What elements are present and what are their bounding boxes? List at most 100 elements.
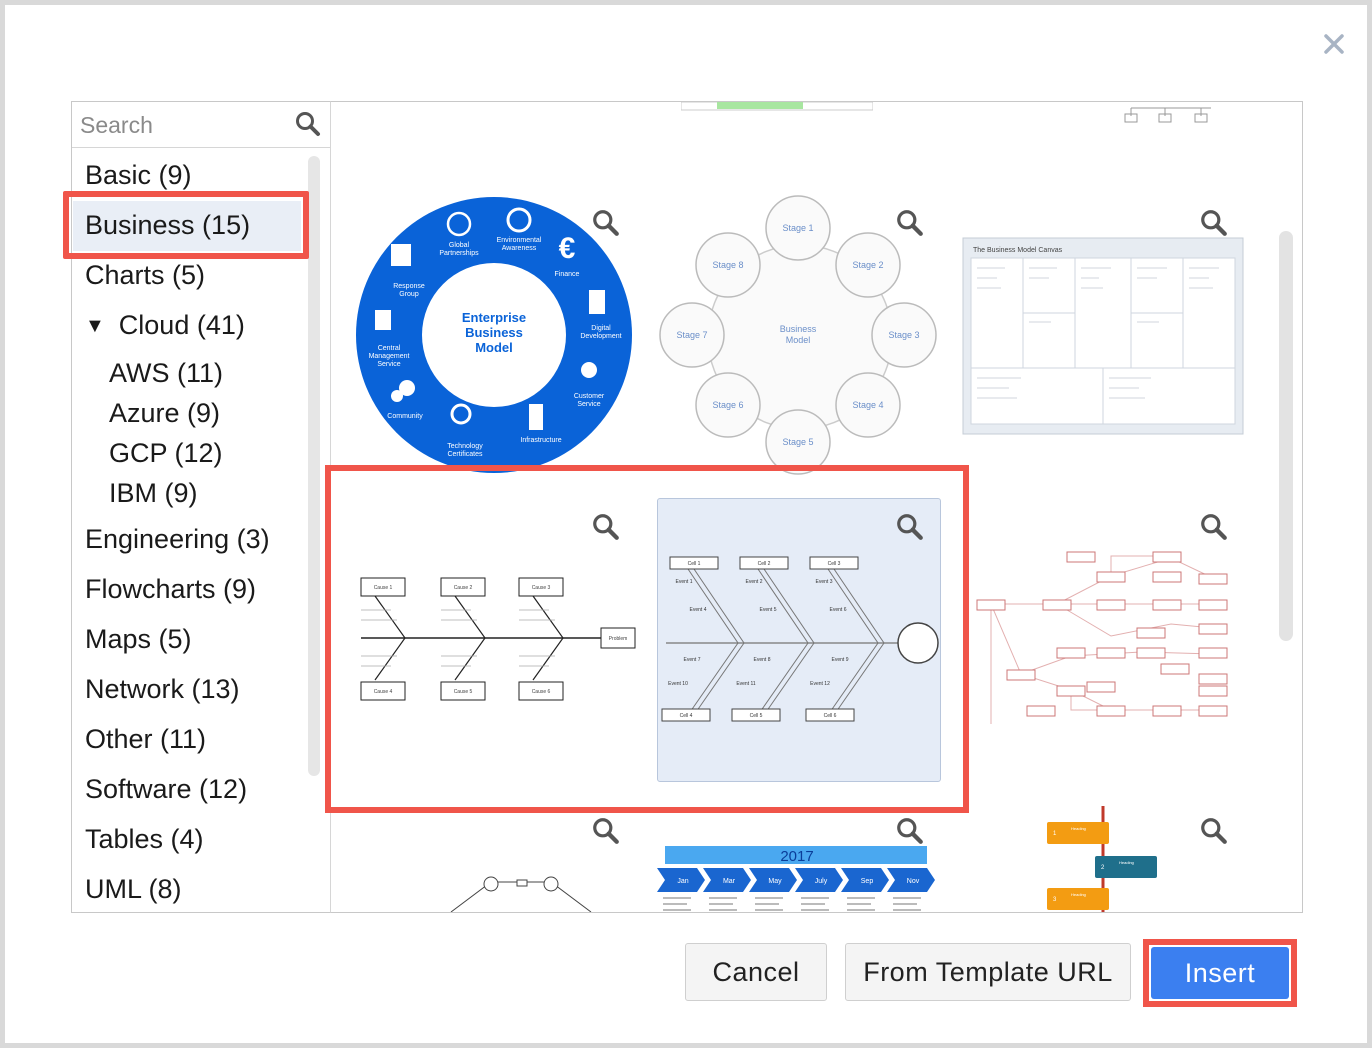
- timeline-year: 2017: [780, 848, 813, 865]
- zoom-icon-path[interactable]: [591, 816, 621, 846]
- fishbone-1-cause-3: Cause 3: [532, 585, 551, 591]
- svg-text:Service: Service: [377, 361, 400, 368]
- sidebar-scrollbar[interactable]: [308, 156, 320, 776]
- timeline-month-4: July: [815, 878, 828, 885]
- timeline-diagram: 2017 Jan Mar May July Sep Nov: [657, 846, 935, 911]
- fishbone-2-cell-6: Cell 6: [824, 713, 837, 719]
- category-network[interactable]: Network (13): [85, 674, 240, 704]
- zoom-icon-canvas[interactable]: [1199, 208, 1229, 238]
- vtimeline-heading-2: Heading: [1119, 860, 1134, 865]
- expand-arrow-icon[interactable]: ▼: [85, 315, 105, 337]
- fishbone-2-cell-2: Cell 2: [758, 561, 771, 567]
- stage-1-label: Stage 1: [782, 223, 813, 233]
- zoom-icon-flow-network[interactable]: [1199, 512, 1229, 542]
- svg-text:Certificates: Certificates: [447, 451, 483, 458]
- svg-text:Service: Service: [577, 401, 600, 408]
- vtimeline-heading-1: Heading: [1071, 826, 1086, 831]
- search-box: [72, 102, 330, 148]
- svg-text:Management: Management: [369, 353, 410, 360]
- enterprise-center-line1: Enterprise: [462, 310, 526, 325]
- fishbone-1-cause-6: Cause 6: [532, 689, 551, 695]
- partial-thumbnail-top-right[interactable]: [1111, 102, 1241, 124]
- template-flow-network[interactable]: [961, 496, 1247, 786]
- svg-text:Environmental: Environmental: [497, 237, 542, 244]
- zoom-icon-vertical-timeline[interactable]: [1199, 816, 1229, 846]
- search-icon[interactable]: [294, 110, 322, 138]
- enterprise-center-line3: Model: [475, 340, 513, 355]
- category-cloud[interactable]: ▼ Cloud (41): [85, 308, 245, 343]
- timeline-month-3: May: [768, 878, 782, 885]
- svg-text:Development: Development: [580, 333, 621, 340]
- stages-center-line2: Model: [786, 335, 811, 345]
- close-icon[interactable]: [1317, 27, 1351, 61]
- search-input[interactable]: [80, 110, 285, 140]
- svg-text:€: €: [559, 232, 576, 265]
- stage-6-label: Stage 6: [712, 400, 743, 410]
- template-business-model-stages[interactable]: Stage 1 Stage 2 Stage 3 Stage 4 Stage 5 …: [657, 192, 943, 482]
- fishbone-2-event-3: Event 3: [816, 579, 833, 585]
- zoom-icon-timeline[interactable]: [895, 816, 925, 846]
- timeline-month-6: Nov: [907, 878, 920, 885]
- zoom-icon-fishbone-2[interactable]: [895, 512, 925, 542]
- category-charts[interactable]: Charts (5): [85, 260, 206, 290]
- enterprise-center-line2: Business: [465, 325, 523, 340]
- category-cloud-label: Cloud (41): [118, 310, 245, 340]
- svg-text:Group: Group: [399, 291, 419, 298]
- category-other[interactable]: Other (11): [85, 724, 207, 754]
- category-aws[interactable]: AWS (11): [109, 358, 224, 388]
- insert-button[interactable]: Insert: [1151, 947, 1289, 999]
- fishbone-2-event-10: Event 10: [668, 681, 688, 687]
- category-basic[interactable]: Basic (9): [85, 160, 192, 190]
- svg-text:Customer: Customer: [574, 393, 605, 400]
- timeline-month-2: Mar: [723, 878, 736, 885]
- stages-diagram: Stage 1 Stage 2 Stage 3 Stage 4 Stage 5 …: [659, 195, 937, 475]
- svg-text:Technology: Technology: [447, 443, 483, 450]
- template-timeline-2017[interactable]: 2017 Jan Mar May July Sep Nov: [657, 840, 943, 912]
- zoom-icon-stages[interactable]: [895, 208, 925, 238]
- svg-text:Central: Central: [378, 345, 401, 352]
- fishbone-2-diagram: Cell 1 Cell 2 Cell 3 Cell 4 Cell 5 Cell …: [661, 556, 939, 722]
- fishbone-1-cause-4: Cause 4: [374, 689, 393, 695]
- svg-text:Partnerships: Partnerships: [439, 250, 479, 257]
- from-template-url-button[interactable]: From Template URL: [845, 943, 1131, 1001]
- fishbone-1-cause-1: Cause 1: [374, 585, 393, 591]
- fishbone-2-event-8: Event 8: [754, 657, 771, 663]
- category-maps[interactable]: Maps (5): [85, 624, 192, 654]
- fishbone-1-cause-2: Cause 2: [454, 585, 473, 591]
- template-vertical-timeline[interactable]: 1 2 3 Heading Heading Heading: [1041, 802, 1171, 912]
- category-software[interactable]: Software (12): [85, 774, 248, 804]
- partial-thumbnail-top-middle[interactable]: [681, 102, 873, 112]
- fishbone-1-head: Problem: [609, 636, 628, 642]
- template-fishbone-cells[interactable]: Cell 1 Cell 2 Cell 3 Cell 4 Cell 5 Cell …: [657, 498, 941, 782]
- category-gcp[interactable]: GCP (12): [109, 438, 223, 468]
- category-azure[interactable]: Azure (9): [109, 398, 221, 428]
- svg-text:Response: Response: [393, 283, 425, 290]
- category-tables[interactable]: Tables (4): [85, 824, 204, 854]
- stage-5-label: Stage 5: [782, 437, 813, 447]
- template-fishbone-problem[interactable]: Problem Cause 1 Cause 2 Cause 3 Cause 4 …: [351, 496, 637, 786]
- stage-8-label: Stage 8: [712, 260, 743, 270]
- category-flowcharts[interactable]: Flowcharts (9): [85, 574, 257, 604]
- fishbone-2-event-9: Event 9: [832, 657, 849, 663]
- cancel-button[interactable]: Cancel: [685, 943, 827, 1001]
- fishbone-2-cell-5: Cell 5: [750, 713, 763, 719]
- svg-text:Digital: Digital: [591, 325, 611, 332]
- template-path-diagram[interactable]: [351, 816, 637, 912]
- category-ibm[interactable]: IBM (9): [109, 478, 198, 508]
- zoom-icon-enterprise[interactable]: [591, 208, 621, 238]
- category-engineering[interactable]: Engineering (3): [85, 524, 270, 554]
- category-business[interactable]: Business (15): [73, 201, 301, 251]
- category-uml[interactable]: UML (8): [85, 874, 182, 904]
- vtimeline-heading-3: Heading: [1071, 892, 1086, 897]
- template-business-model-canvas[interactable]: The Business Model Canvas: [961, 192, 1247, 482]
- fishbone-2-event-12: Event 12: [810, 681, 830, 687]
- canvas-diagram: The Business Model Canvas: [962, 237, 1244, 435]
- fishbone-2-event-1: Event 1: [676, 579, 693, 585]
- fishbone-2-event-7: Event 7: [684, 657, 701, 663]
- gallery-scrollbar[interactable]: [1279, 231, 1293, 641]
- fishbone-2-event-4: Event 4: [690, 607, 707, 613]
- zoom-icon-fishbone-1[interactable]: [591, 512, 621, 542]
- svg-text:Infrastructure: Infrastructure: [520, 437, 561, 444]
